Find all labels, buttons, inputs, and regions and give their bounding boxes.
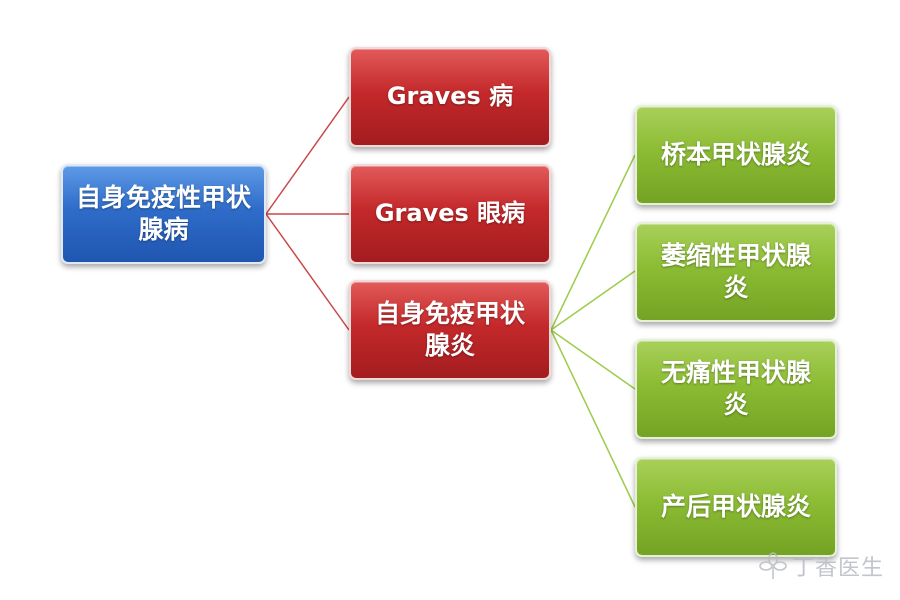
painless-thyroiditis-label: 无痛性甲状腺炎 — [660, 357, 811, 420]
postpartum-thyroiditis-node: 产后甲状腺炎 — [635, 457, 837, 557]
painless-thyroiditis-node: 无痛性甲状腺炎 — [635, 339, 837, 439]
graves-eye-disease-label: Graves 眼病 — [374, 199, 526, 228]
hashimoto-thyroiditis-node: 桥本甲状腺炎 — [635, 105, 837, 205]
autoimmune-thyroiditis-label: 自身免疫甲状腺炎 — [374, 298, 525, 361]
atrophic-thyroiditis-node: 萎缩性甲状腺炎 — [635, 222, 837, 322]
root-node: 自身免疫性甲状腺病 — [61, 164, 266, 264]
connector-thyroiditis-hashimoto — [550, 154, 636, 331]
graves-disease-node: Graves 病 — [349, 47, 551, 147]
connector-thyroiditis-postpartum — [550, 329, 636, 508]
connector-thyroiditis-atrophic — [550, 270, 636, 331]
autoimmune-thyroiditis-node: 自身免疫甲状腺炎 — [349, 280, 551, 380]
connector-thyroiditis-painless — [550, 329, 636, 390]
hashimoto-thyroiditis-label: 桥本甲状腺炎 — [660, 139, 811, 169]
atrophic-thyroiditis-label: 萎缩性甲状腺炎 — [660, 240, 811, 303]
graves-disease-label: Graves 病 — [386, 82, 514, 111]
root-node-label: 自身免疫性甲状腺病 — [75, 182, 251, 245]
postpartum-thyroiditis-label: 产后甲状腺炎 — [660, 491, 811, 521]
watermark: 丁香医生 — [758, 550, 884, 582]
watermark-text: 丁香医生 — [791, 556, 884, 581]
flower-logo-icon — [759, 552, 787, 579]
connector-root-autoimmune-thyroiditis — [265, 213, 350, 331]
graves-eye-disease-node: Graves 眼病 — [349, 164, 551, 264]
connector-root-graves — [265, 96, 350, 215]
